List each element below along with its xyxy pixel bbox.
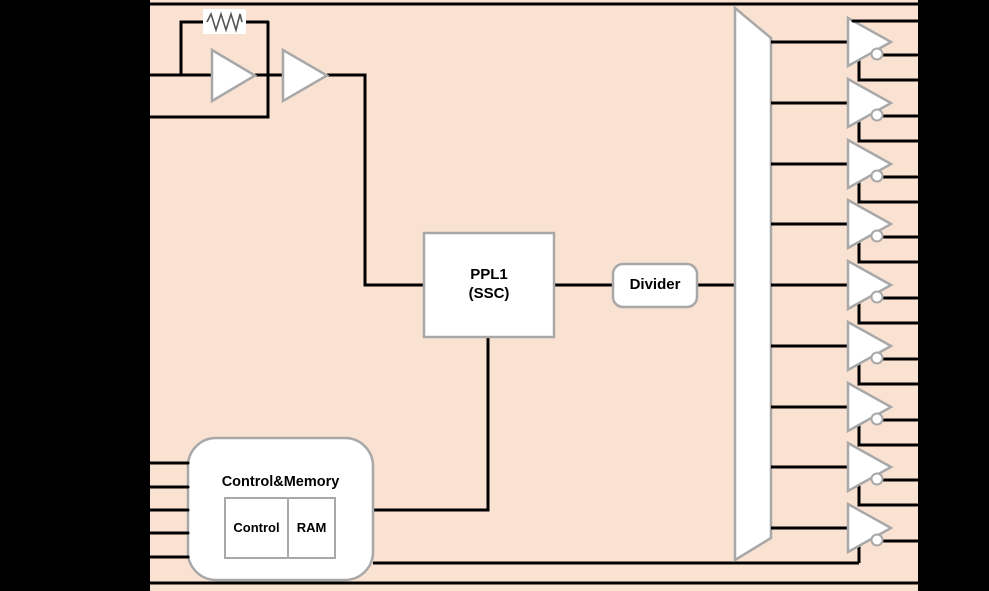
buffer-complement-wire xyxy=(857,423,919,447)
buffer-triangle-icon xyxy=(846,137,894,191)
pll-label-line2: (SSC) xyxy=(468,285,510,302)
output-buffer-unit xyxy=(771,380,919,447)
inverting-bubble-icon xyxy=(870,351,884,365)
xout-wire xyxy=(148,20,270,119)
buffer-triangle-icon xyxy=(846,440,894,494)
buffer-complement-wire xyxy=(857,119,919,143)
inverting-bubble-icon xyxy=(870,169,884,183)
inverting-bubble-icon xyxy=(870,533,884,547)
buffer-triangle-icon xyxy=(846,319,894,373)
buffer-triangle-icon xyxy=(846,15,894,69)
control-sub-block xyxy=(224,497,289,559)
buffer-triangle-icon xyxy=(846,76,894,130)
output-buffer-unit xyxy=(771,15,919,82)
buffer-complement-wire xyxy=(857,180,919,204)
pll-label: PPL1 (SSC) xyxy=(424,233,554,337)
inverting-bubble-icon xyxy=(870,290,884,304)
resistor-icon xyxy=(206,11,243,33)
output-buffer-unit xyxy=(771,319,919,386)
inverting-bubble-icon xyxy=(870,472,884,486)
buffer-triangle-icon xyxy=(846,501,894,555)
output-buffer-unit xyxy=(771,501,919,563)
inverting-bubble-icon xyxy=(870,47,884,61)
buffer-complement-wire xyxy=(857,301,919,325)
output-buffer-unit xyxy=(771,76,919,143)
output-buffer-unit xyxy=(771,137,919,204)
pll-block xyxy=(422,231,556,339)
pll-label-line1: PPL1 xyxy=(470,266,508,284)
output-buffer-unit xyxy=(771,440,919,507)
buffer-triangle-icon xyxy=(846,197,894,251)
osc-buffer-triangle-icon xyxy=(281,47,330,104)
buffer-complement-wire xyxy=(857,58,919,82)
output-buffer-unit xyxy=(771,258,919,325)
pll-input-wire xyxy=(327,73,424,287)
clock-distribution-trapezoid xyxy=(733,5,773,563)
pll-control-bus-wire xyxy=(373,337,490,512)
buffer-complement-wire xyxy=(857,483,919,507)
buffer-triangle-icon xyxy=(846,258,894,312)
divider-block xyxy=(611,262,699,309)
control-label: Control xyxy=(233,519,280,535)
inverting-bubble-icon xyxy=(870,412,884,426)
divider-label: Divider xyxy=(629,276,681,294)
osc-amplifier-triangle-icon xyxy=(210,47,258,104)
control-memory-title: Control&Memory xyxy=(221,473,340,490)
inverting-bubble-icon xyxy=(870,229,884,243)
ram-label: RAM xyxy=(296,519,327,535)
feedback-wire-left xyxy=(179,20,209,77)
generated-wires-and-buffers xyxy=(148,15,919,563)
inverting-bubble-icon xyxy=(870,108,884,122)
resistor-box xyxy=(203,9,246,34)
buffer-complement-wire xyxy=(857,240,919,264)
ram-sub-block xyxy=(287,497,336,559)
buffer-triangle-icon xyxy=(846,380,894,434)
buffer-complement-wire xyxy=(857,362,919,386)
output-buffer-unit xyxy=(771,197,919,264)
